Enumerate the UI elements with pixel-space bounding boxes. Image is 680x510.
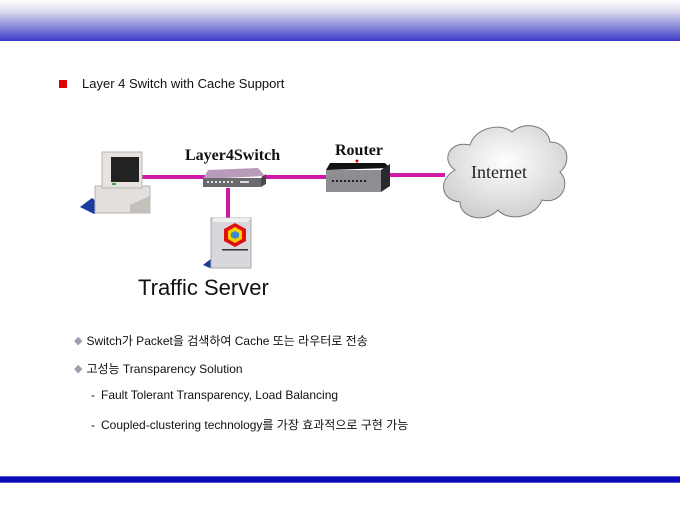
traffic-server-icon (203, 217, 252, 269)
bullet-text: 고성능 Transparency Solution (86, 362, 243, 376)
bullet-item: ◆ Switch가 Packet을 검색하여 Cache 또는 라우터로 전송 (74, 332, 368, 349)
dash-marker: - (91, 388, 95, 402)
router-label: Router (335, 142, 383, 159)
traffic-server-label: Traffic Server (138, 275, 269, 300)
sub-bullet-item: - Coupled-clustering technology를 가장 효과적으… (91, 416, 408, 433)
internet-label: Internet (471, 162, 527, 182)
bullet-text: Fault Tolerant Transparency, Load Balanc… (101, 388, 339, 402)
header-gradient-bar (0, 0, 680, 41)
footer-bar (0, 476, 680, 483)
router-icon (326, 159, 390, 192)
bullet-item: ◆ 고성능 Transparency Solution (74, 360, 243, 377)
bullet-text: Coupled-clustering technology를 가장 효과적으로 … (101, 418, 409, 432)
red-square-bullet-icon (59, 79, 67, 88)
dash-marker: - (91, 417, 95, 432)
network-diagram (80, 125, 568, 269)
diamond-bullet-icon: ◆ (74, 363, 83, 375)
diamond-bullet-icon: ◆ (74, 335, 83, 347)
switch-label: Layer4Switch (185, 147, 281, 164)
slide-heading: Layer 4 Switch with Cache Support (59, 76, 284, 91)
internet-cloud-icon (443, 125, 568, 219)
pc-icon (80, 151, 151, 214)
bullet-text: Switch가 Packet을 검색하여 Cache 또는 라우터로 전송 (86, 334, 368, 348)
layer4switch-icon (203, 168, 266, 187)
heading-text: Layer 4 Switch with Cache Support (82, 76, 285, 91)
sub-bullet-item: - Fault Tolerant Transparency, Load Bala… (91, 388, 338, 402)
